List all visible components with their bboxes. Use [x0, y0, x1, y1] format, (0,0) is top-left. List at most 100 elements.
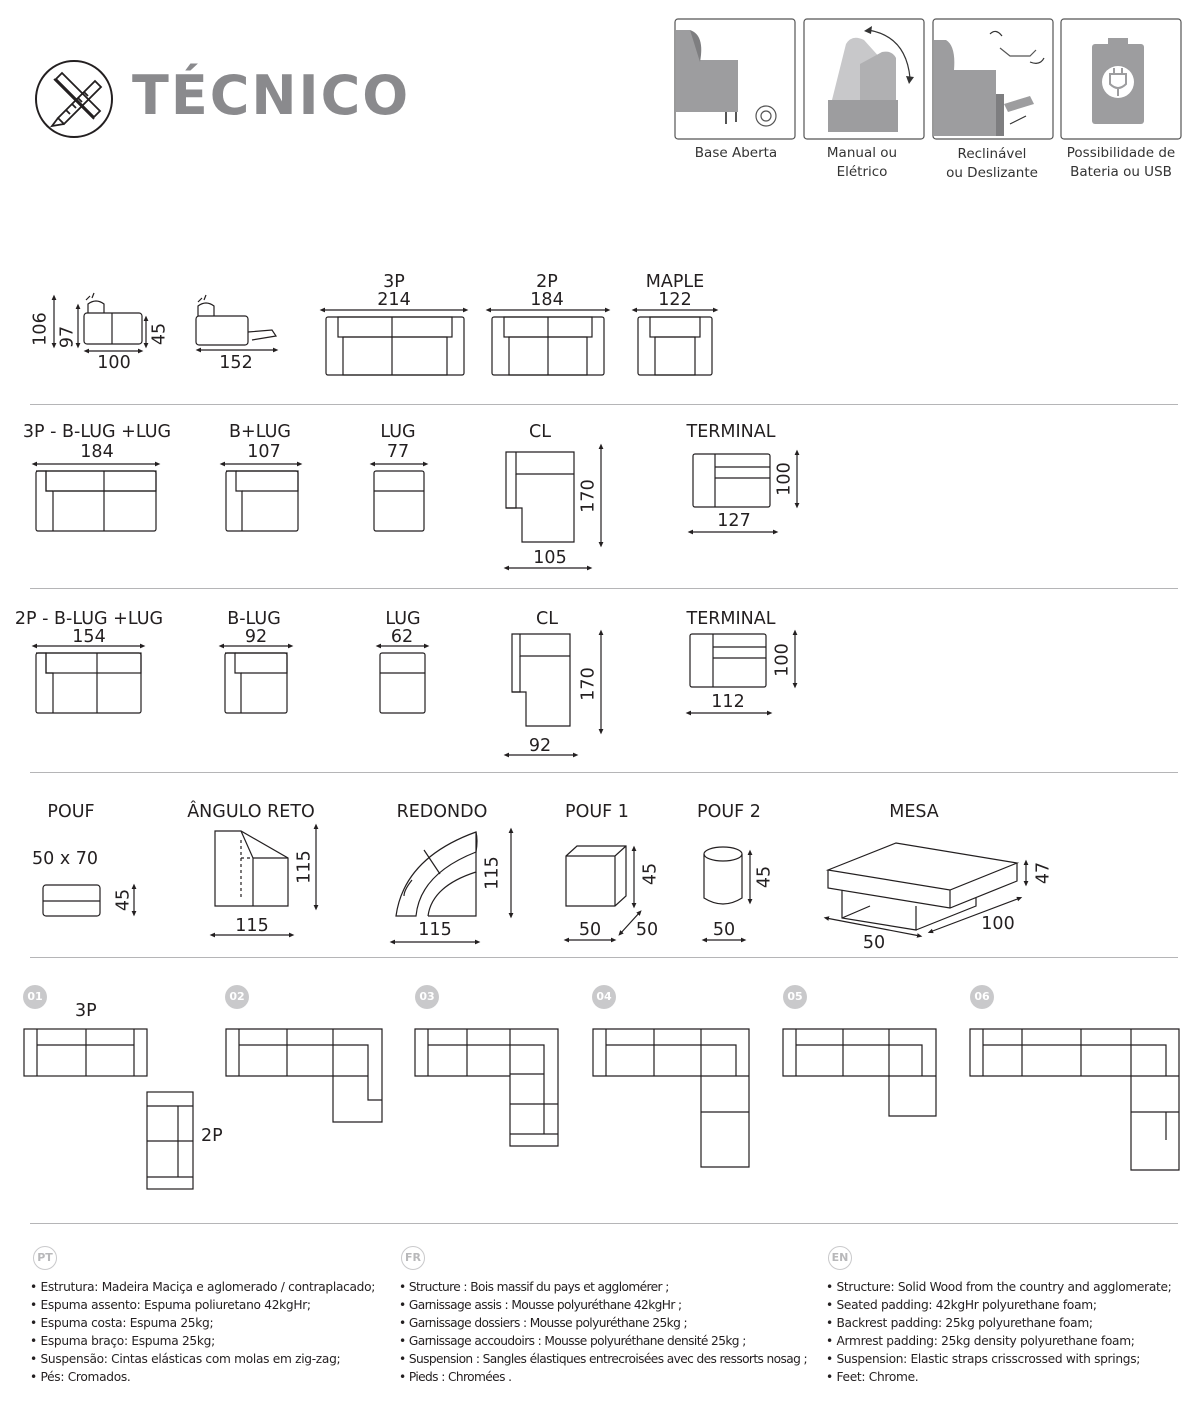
dimension-total-height: 106	[30, 312, 51, 346]
spec-line: • Espuma assento: Espuma poliuretano 42k…	[30, 1298, 311, 1312]
angulo-reto-drawing	[209, 823, 319, 938]
model-b-lug-width: 107	[247, 442, 281, 462]
sofa-lug-2-drawing	[375, 643, 430, 714]
config-number-badge: 06	[970, 985, 994, 1009]
model-terminal-name: TERMINAL	[686, 422, 776, 442]
pouf-2-height: 45	[754, 865, 775, 889]
model-lug-width: 77	[386, 442, 410, 462]
spec-line: • Pés: Cromados.	[30, 1370, 131, 1384]
spec-line: • Garnissage assis : Mousse polyuréthane…	[399, 1298, 682, 1312]
config-05-drawing	[782, 1028, 937, 1117]
spec-line: • Garnissage dossiers : Mousse polyuréth…	[399, 1316, 688, 1330]
terminal-drawing	[687, 449, 800, 535]
pencil-ruler-logo-icon	[35, 60, 113, 138]
specs-fr: • Structure : Bois massif du pays et agg…	[399, 1278, 808, 1386]
angulo-reto-name: ÂNGULO RETO	[187, 802, 315, 822]
pouf-1-depth: 50	[635, 920, 659, 940]
spec-line: • Structure : Bois massif du pays et agg…	[399, 1280, 669, 1294]
model-lug-2-width: 62	[390, 627, 414, 647]
model-cl-name: CL	[529, 422, 551, 442]
spec-line: • Armrest padding: 25kg density polyuret…	[826, 1334, 1135, 1348]
spec-line: • Espuma braço: Espuma 25kg;	[30, 1334, 215, 1348]
specs-en: • Structure: Solid Wood from the country…	[826, 1278, 1172, 1386]
config-label-2p: 2P	[201, 1126, 223, 1146]
model-lug-2-name: LUG	[385, 609, 421, 629]
pouf-name: POUF	[47, 802, 95, 822]
spec-line: • Suspension : Sangles élastiques entrec…	[399, 1352, 808, 1366]
spec-line: • Pieds : Chromées .	[399, 1370, 512, 1384]
dimension-seat-height: 45	[149, 322, 170, 346]
model-2p-b-lug-lug-width: 154	[72, 627, 106, 647]
config-label-3p: 3P	[75, 1001, 97, 1021]
side-profile-upright	[51, 292, 149, 354]
model-cl-width: 105	[533, 548, 567, 568]
divider	[30, 1223, 1178, 1224]
sofa-maple-drawing	[631, 307, 719, 376]
config-04-drawing	[592, 1028, 750, 1168]
sofa-lug-drawing	[369, 461, 429, 532]
pouf-2-width: 50	[712, 920, 736, 940]
model-terminal-width: 127	[717, 511, 751, 531]
spec-line: • Estrutura: Madeira Maciça e aglomerado…	[30, 1280, 376, 1294]
divider	[30, 404, 1178, 405]
config-number-badge: 02	[225, 985, 249, 1009]
config-number-badge: 03	[415, 985, 439, 1009]
redondo-drawing	[389, 827, 514, 945]
config-01-drawing	[23, 1028, 194, 1190]
side-profile-reclined	[195, 294, 279, 353]
redondo-name: REDONDO	[396, 802, 488, 822]
config-number-badge: 05	[783, 985, 807, 1009]
model-cl-2-name: CL	[536, 609, 558, 629]
pouf-1-drawing	[563, 845, 642, 943]
mesa-drawing	[823, 842, 1029, 938]
open-base-icon	[674, 18, 796, 140]
spec-line: • Espuma costa: Espuma 25kg;	[30, 1316, 214, 1330]
pouf-1-height: 45	[640, 862, 661, 886]
model-3p-b-lug-lug-name: 3P - B-LUG +LUG	[22, 422, 172, 442]
model-maple-width: 122	[658, 290, 692, 310]
recliner-slide-icon	[932, 18, 1054, 140]
model-terminal-2-width: 112	[711, 692, 745, 712]
model-maple-name: MAPLE	[645, 272, 705, 292]
model-terminal-depth: 100	[774, 462, 795, 496]
config-number-badge: 01	[23, 985, 47, 1009]
model-terminal-2-depth: 100	[772, 643, 793, 677]
sofa-b-lug-drawing	[219, 461, 303, 532]
feature-open-base-label: Base Aberta	[694, 145, 778, 161]
mesa-name: MESA	[889, 802, 939, 822]
model-cl-depth: 170	[578, 479, 599, 513]
pouf-size: 50 x 70	[31, 849, 99, 869]
mesa-width: 50	[862, 933, 886, 953]
sofa-2p-b-lug-lug-drawing	[31, 643, 146, 714]
pouf-1-width: 50	[578, 920, 602, 940]
spec-line: • Structure: Solid Wood from the country…	[826, 1280, 1172, 1294]
divider	[30, 957, 1178, 958]
config-number-badge: 04	[592, 985, 616, 1009]
model-cl-2-depth: 170	[578, 667, 599, 701]
sofa-b-lug-2-drawing	[218, 643, 294, 714]
dimension-depth: 100	[97, 353, 131, 373]
sofa-2p-drawing	[485, 307, 611, 376]
lang-badge-pt: PT	[33, 1246, 57, 1270]
redondo-width: 115	[418, 920, 452, 940]
spec-line: • Seated padding: 42kgHr polyurethane fo…	[826, 1298, 1097, 1312]
config-02-drawing	[225, 1028, 383, 1123]
spec-line: • Garnissage accoudoirs : Mousse polyuré…	[399, 1334, 746, 1348]
lang-badge-en: EN	[828, 1246, 852, 1270]
model-terminal-2-name: TERMINAL	[686, 609, 776, 629]
dimension-back-height: 97	[57, 325, 78, 349]
model-b-lug-name: B+LUG	[229, 422, 291, 442]
angulo-reto-depth: 115	[294, 850, 315, 884]
model-3p-name: 3P	[383, 272, 405, 292]
config-06-drawing	[969, 1028, 1180, 1171]
battery-usb-icon	[1060, 18, 1182, 140]
model-2p-b-lug-lug-name: 2P - B-LUG +LUG	[14, 609, 164, 629]
terminal-2-drawing	[685, 629, 798, 716]
divider	[30, 588, 1178, 589]
redondo-depth: 115	[482, 856, 503, 890]
pouf-height: 45	[113, 888, 134, 912]
chaise-longue-cl-drawing	[503, 443, 604, 571]
